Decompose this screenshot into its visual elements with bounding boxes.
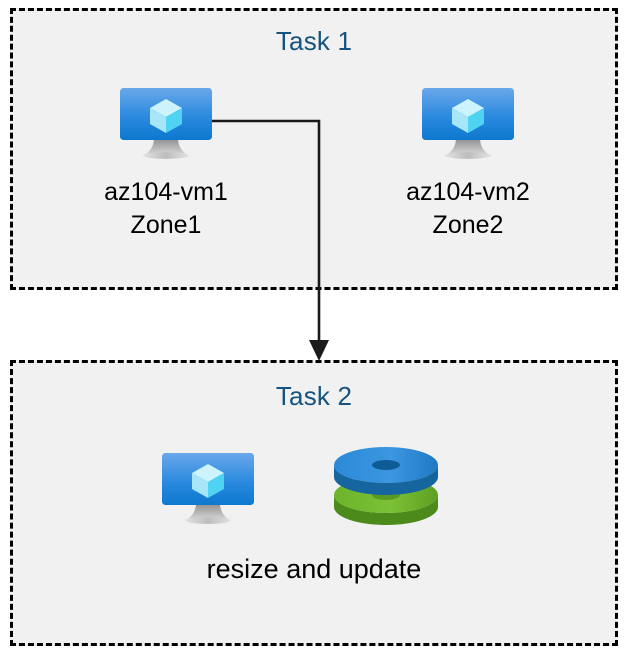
virtual-machine-icon: [422, 88, 514, 159]
task1-title: Task 1: [275, 26, 353, 56]
node-task2-disks[interactable]: [330, 443, 442, 529]
node-label-az104-vm2: az104-vm2 Zone2: [406, 178, 530, 239]
virtual-machine-icon: [120, 88, 212, 159]
virtual-machine-icon: [162, 453, 254, 524]
task2-caption: resize and update: [206, 554, 422, 584]
node-az104-vm1[interactable]: az104-vm1 Zone1: [58, 80, 274, 242]
node-az104-vm2[interactable]: az104-vm2 Zone2: [360, 80, 576, 242]
node-task2-vm[interactable]: [148, 445, 268, 529]
disks-icon: [334, 447, 438, 525]
task2-panel: [10, 360, 618, 646]
node-label-az104-vm1: az104-vm1 Zone1: [104, 178, 228, 239]
task2-title: Task 2: [275, 381, 353, 411]
